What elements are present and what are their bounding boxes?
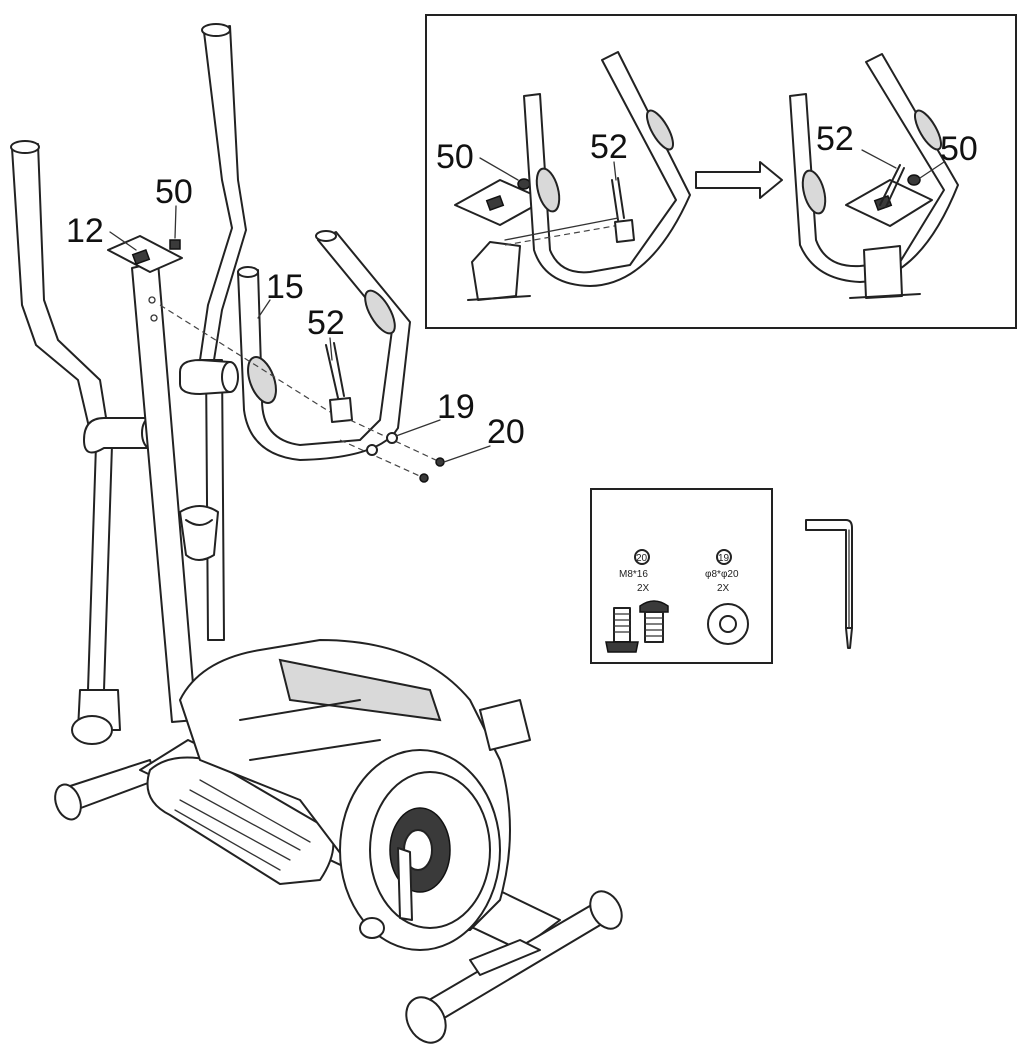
inset-detail-box: 50 52 52 50 bbox=[425, 14, 1017, 329]
callout-15: 15 bbox=[266, 268, 304, 306]
bolt-qty: 2X bbox=[637, 583, 650, 594]
main-callouts: 12 50 15 52 19 20 bbox=[66, 173, 525, 463]
allen-key-icon bbox=[805, 519, 853, 649]
pulse-grip-handlebar bbox=[237, 230, 411, 461]
inset-callout-52-left: 52 bbox=[590, 128, 628, 166]
bolt-spec: M8*16 bbox=[619, 569, 648, 580]
callout-19: 19 bbox=[437, 388, 475, 426]
exploded-hardware bbox=[169, 239, 445, 483]
callout-20: 20 bbox=[487, 413, 525, 451]
inset-callout-52-right: 52 bbox=[816, 120, 854, 158]
inset-after bbox=[789, 53, 959, 299]
hardware-box: 20 M8*16 2X 19 φ8*φ20 2X bbox=[590, 488, 773, 664]
frame-and-flywheel bbox=[54, 639, 623, 1044]
callout-50: 50 bbox=[155, 173, 193, 211]
callout-52: 52 bbox=[307, 304, 345, 342]
washer-spec: φ8*φ20 bbox=[705, 569, 739, 580]
callout-12: 12 bbox=[66, 212, 104, 250]
inset-arrow bbox=[695, 161, 783, 199]
inset-callout-50-left: 50 bbox=[436, 138, 474, 176]
inset-before bbox=[454, 51, 691, 301]
washer-id-badge bbox=[716, 549, 732, 565]
washer-item: 19 φ8*φ20 2X bbox=[705, 549, 749, 645]
washer-id: 19 bbox=[718, 553, 730, 564]
washer-qty: 2X bbox=[717, 583, 730, 594]
inset-callout-50-right: 50 bbox=[940, 130, 978, 168]
elliptical-trainer-drawing bbox=[10, 23, 623, 1044]
assembly-guide-lines bbox=[159, 304, 441, 479]
bolt-id: 20 bbox=[636, 553, 648, 564]
bolt-item: 20 M8*16 2X bbox=[605, 549, 669, 653]
bolt-id-badge bbox=[634, 549, 650, 565]
upright-mast bbox=[107, 235, 219, 723]
